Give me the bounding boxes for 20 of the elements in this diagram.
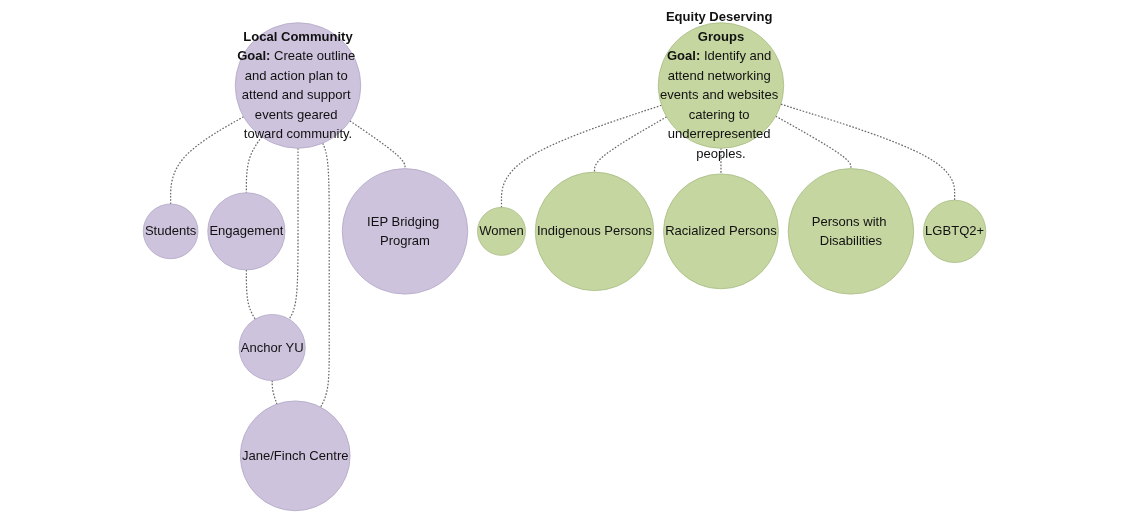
connector: [320, 142, 330, 408]
node-circle: LGBTQ2+: [923, 199, 987, 263]
connector: [271, 379, 278, 405]
node-circle: Jane/Finch Centre: [239, 400, 351, 512]
connector: [349, 120, 406, 170]
node-label: Equity Deserving: [665, 9, 773, 24]
node-circle: Persons with Disabilities: [787, 168, 915, 295]
connector: [775, 115, 852, 170]
node-label: peoples.: [696, 146, 746, 161]
connector: [500, 104, 662, 208]
node-circle: Students: [142, 203, 199, 260]
node-circle: Women: [477, 207, 526, 256]
connector: [780, 103, 956, 201]
node-circle: Engagement: [207, 192, 286, 271]
node-circle: IEP Bridging Program: [341, 168, 469, 295]
node-circle: Local Community Goal: Create outline and action plan to attend and support events geared toward community.: [234, 22, 362, 149]
node-circle: Anchor YU: [238, 314, 306, 381]
connector: [245, 269, 256, 320]
node-circle: Racialized Persons: [663, 173, 779, 290]
node-circle: Indigenous Persons: [534, 171, 655, 292]
